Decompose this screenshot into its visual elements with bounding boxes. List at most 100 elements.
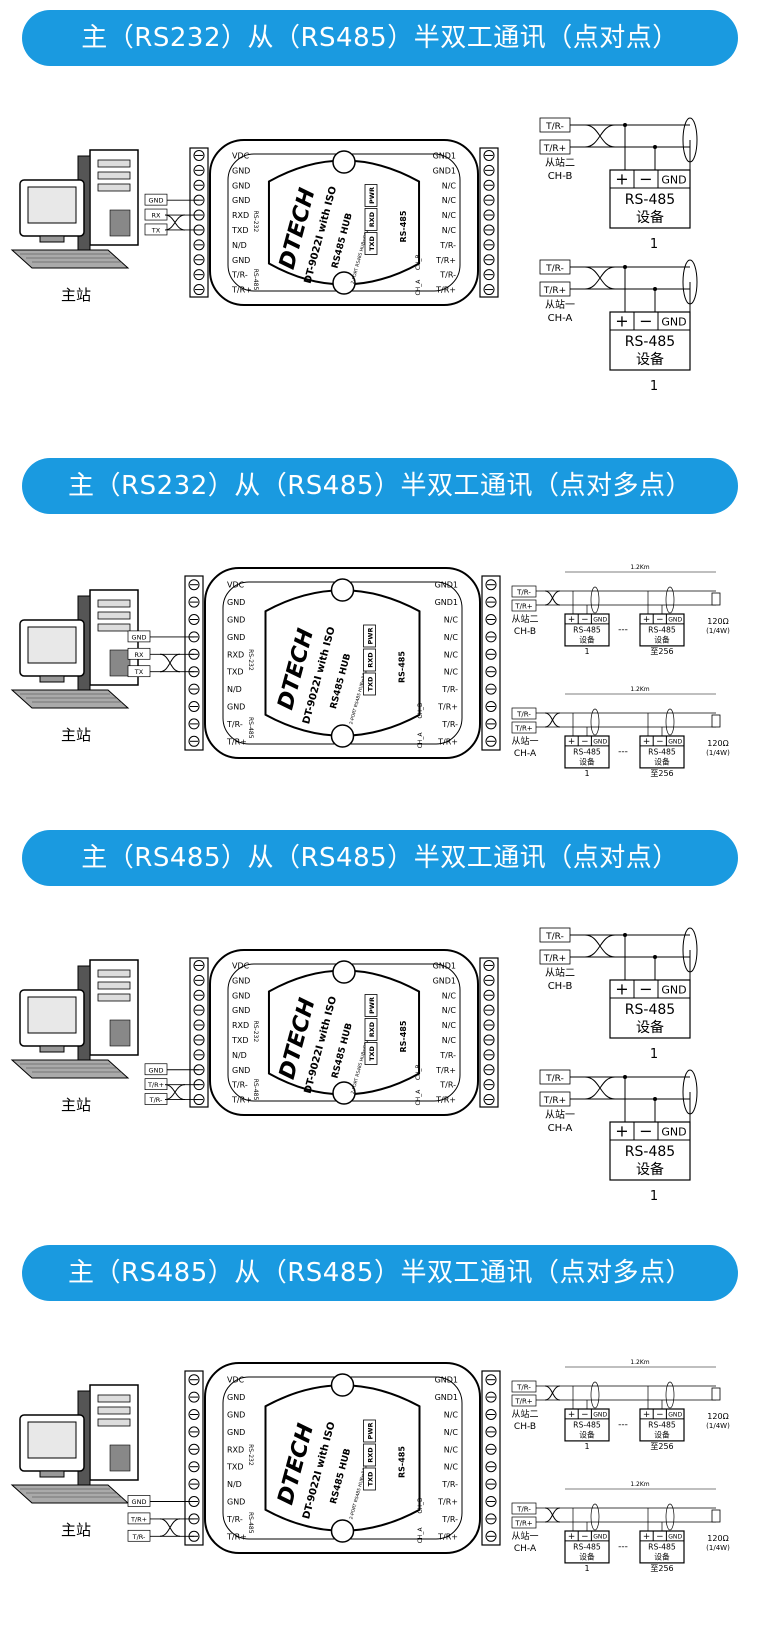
slave-device-box — [609, 169, 691, 229]
cable-shield — [590, 1381, 600, 1409]
rs232-tag: RS-232 — [252, 211, 259, 233]
twisted-pair — [544, 590, 561, 606]
banner-2: 主（RS232）从（RS485）半双工通讯（点对多点） — [22, 458, 738, 514]
monitor-stand — [39, 1470, 65, 1478]
ch-a-tag: CH_A — [415, 279, 422, 296]
right-pin-label: N/C — [444, 633, 459, 642]
resistor-watt: (1/4W) — [706, 1544, 730, 1552]
rs232-tag: RS-232 — [247, 1444, 254, 1466]
tower-panel — [109, 1444, 131, 1472]
led-label: RXD — [367, 1447, 375, 1463]
twisted-pair — [164, 1084, 186, 1101]
left-pin-label: RXD — [232, 1021, 249, 1030]
rs485-tag: RS-485 — [247, 1512, 254, 1534]
master-wire-label: GND — [132, 633, 147, 641]
gnd-label: GND — [668, 616, 682, 623]
master-station-label: 主站 — [61, 1521, 91, 1539]
led-label: TXD — [368, 1045, 376, 1060]
rs485-print: RS-485 — [399, 1020, 408, 1052]
device-line2: 设备 — [654, 635, 670, 645]
left-pin-label: VDC — [227, 581, 245, 590]
device-number: 1 — [650, 379, 658, 394]
right-pin-label: N/C — [442, 196, 457, 205]
minus-label: − — [656, 1532, 663, 1542]
monitor-screen — [27, 1421, 77, 1459]
master-station-label: 主站 — [61, 1096, 91, 1114]
right-pin-label: N/C — [444, 1411, 459, 1420]
mount-hole-top — [330, 1373, 355, 1397]
ch-b-tag: CH_B — [415, 254, 422, 270]
left-pin-label: GND — [232, 196, 250, 205]
minus-label: − — [639, 311, 652, 330]
device-line2: 设备 — [579, 1430, 595, 1440]
minus-label: − — [581, 1532, 588, 1542]
cable-shield — [590, 586, 600, 614]
left-pin-label: GND — [232, 166, 250, 175]
device-line1: RS-485 — [625, 192, 675, 208]
monitor-stand — [39, 235, 65, 243]
led-label: RXD — [367, 652, 375, 668]
twisted-pair — [164, 214, 186, 231]
device-count: 至256 — [650, 769, 673, 778]
computer-icon: 主站 — [10, 959, 139, 1114]
wire-tag — [511, 585, 537, 598]
device-line2: 设备 — [579, 757, 595, 767]
master-wire-tag — [144, 193, 168, 206]
drive-bay — [97, 969, 131, 978]
left-pin-label: N/D — [227, 1480, 242, 1489]
device-line1: RS-485 — [625, 1002, 675, 1018]
right-pin-label: T/R- — [441, 720, 458, 729]
gnd-label: GND — [593, 616, 607, 623]
led-box — [363, 1419, 376, 1443]
right-pin-label: GND1 — [435, 1376, 458, 1385]
right-pin-label: N/C — [444, 668, 459, 677]
right-pin-label: N/C — [442, 1021, 457, 1030]
master-wire-tag — [127, 1495, 151, 1507]
tower-panel — [109, 1019, 131, 1047]
minus-label: − — [656, 1410, 663, 1420]
left-pin-label: TXD — [231, 226, 249, 235]
left-pin-label: GND — [227, 1498, 245, 1507]
device-line1: RS-485 — [573, 626, 601, 635]
left-pin-label: VDC — [232, 961, 250, 970]
left-pin-label: GND — [227, 1393, 245, 1402]
wire-tag-label: T/R+ — [543, 954, 566, 964]
minus-label: − — [639, 169, 652, 188]
drive-bay — [97, 183, 131, 192]
drive-bay — [97, 159, 131, 168]
banner-3: 主（RS485）从（RS485）半双工通讯（点对点） — [22, 830, 738, 886]
keyboard — [10, 689, 130, 709]
plus-label: + — [568, 1532, 575, 1542]
distance-label: 1.2Km — [630, 564, 649, 571]
right-pin-label: T/R+ — [435, 1066, 456, 1075]
led-box — [363, 624, 376, 648]
plus-label: + — [568, 615, 575, 625]
device-line1: RS-485 — [648, 626, 676, 635]
right-pin-label: N/C — [444, 1463, 459, 1472]
left-pin-label: GND — [227, 1428, 245, 1437]
right-pin-label: N/C — [444, 616, 459, 625]
wire-tag-label: T/R+ — [543, 286, 566, 296]
ch-a-tag: CH_A — [415, 1089, 422, 1106]
rs485-tag: RS-485 — [247, 717, 254, 739]
gnd-label: GND — [661, 1126, 686, 1139]
left-pin-label: TXD — [231, 1036, 249, 1045]
device-line2: 设备 — [579, 1552, 595, 1562]
ch-b-tag: CH_B — [415, 1064, 422, 1080]
ellipsis: --- — [618, 1420, 628, 1430]
left-pin-label: T/R- — [231, 1081, 248, 1090]
left-pin-label: RXD — [227, 650, 244, 659]
right-pin-label: T/R- — [441, 1480, 458, 1489]
master-wire-label: T/R- — [132, 1533, 146, 1541]
right-pin-label: T/R+ — [435, 286, 456, 295]
master-station-label: 主站 — [61, 286, 91, 304]
right-pin-label: N/C — [444, 1445, 459, 1454]
wire-tag-label: T/R- — [516, 1506, 531, 1514]
